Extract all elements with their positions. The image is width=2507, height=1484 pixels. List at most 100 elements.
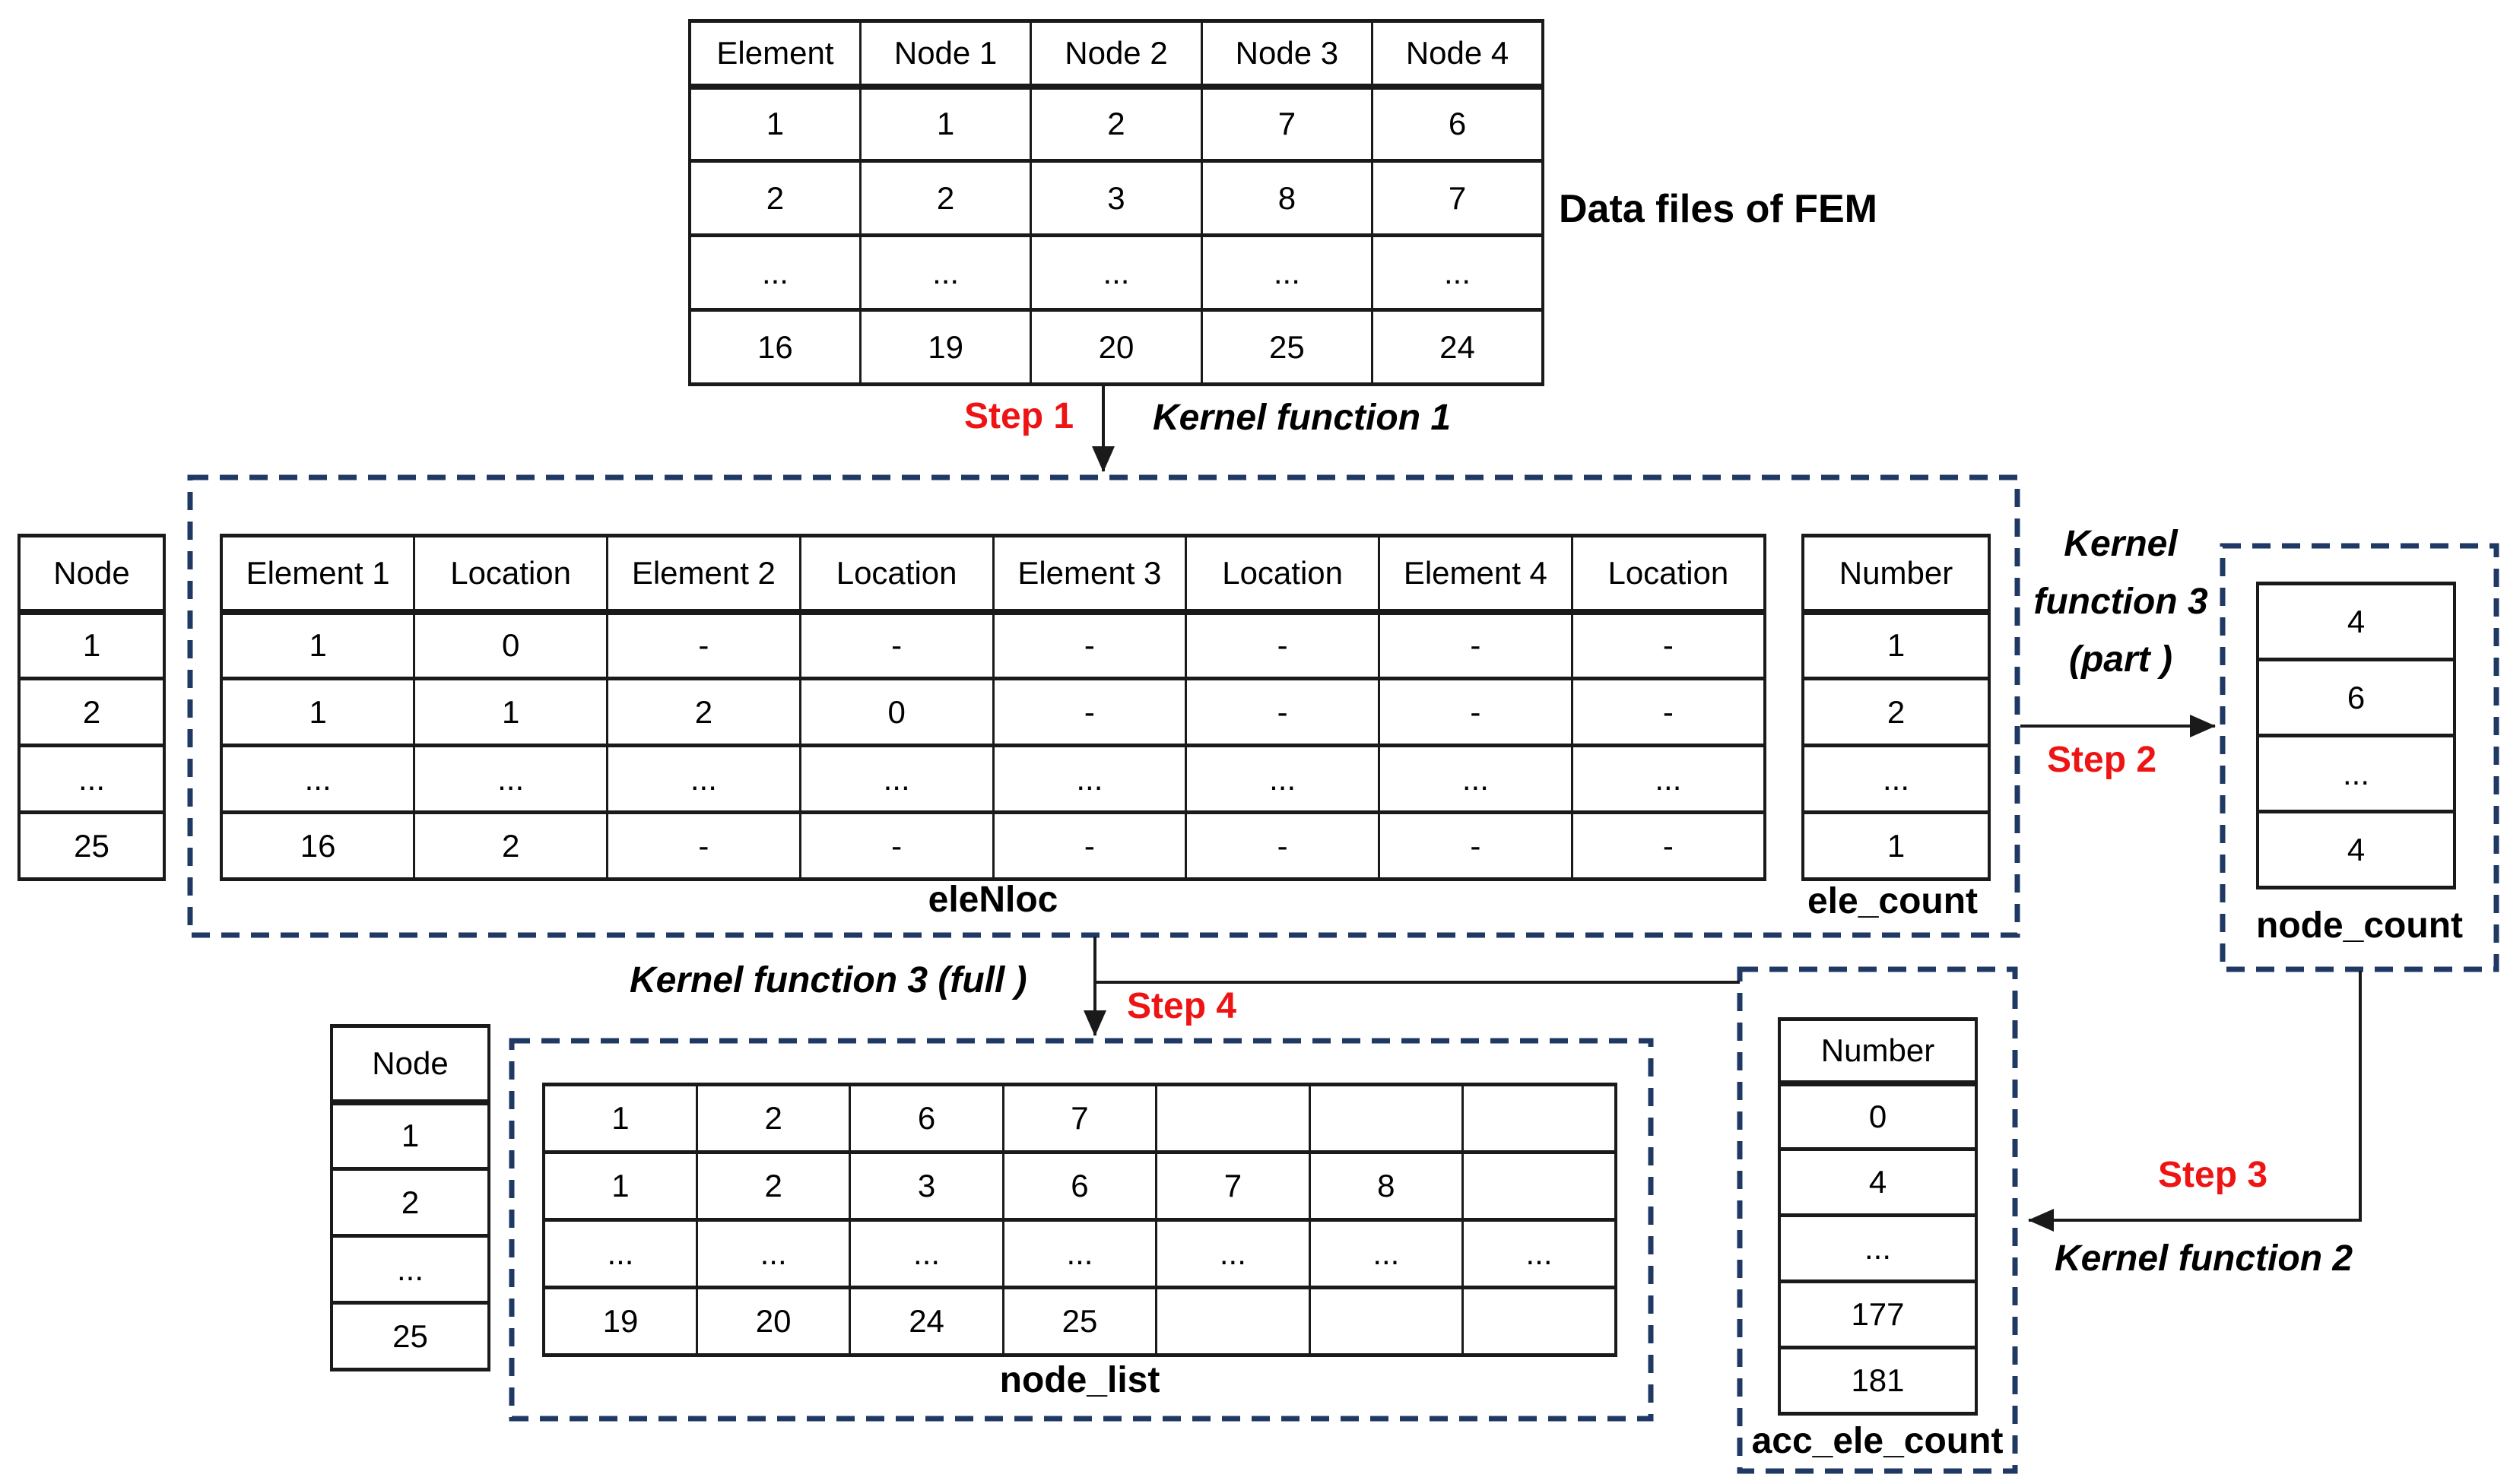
fem-table-caption: Data files of FEM <box>1559 187 1877 231</box>
column-header: Element 1 <box>220 534 416 615</box>
table-cell: ... <box>1155 1218 1311 1289</box>
table-cell: 19 <box>542 1286 698 1357</box>
kernel-function-2-label: Kernel function 2 <box>2055 1238 2353 1279</box>
step4-label: Step 4 <box>1127 986 1237 1026</box>
table-cell <box>1155 1286 1311 1357</box>
table-cell: 25 <box>1200 308 1374 386</box>
table-cell: 2 <box>695 1150 852 1222</box>
table-row: ... <box>17 744 166 814</box>
table-cell: 2 <box>17 677 166 747</box>
table-cell: 1 <box>17 610 166 680</box>
header-row: Node <box>330 1024 490 1105</box>
kernel-function-1-label: Kernel function 1 <box>1153 398 1452 438</box>
table-cell <box>1155 1083 1311 1154</box>
table-cell: ... <box>606 744 801 814</box>
table-cell: 1 <box>858 84 1033 163</box>
table-row: 0 <box>1778 1081 1978 1151</box>
table-row: ... <box>1801 744 1991 814</box>
column-header: Node <box>330 1024 490 1105</box>
table-row: 25 <box>17 810 166 881</box>
column-header: Element 2 <box>606 534 801 615</box>
table-cell <box>1308 1083 1465 1154</box>
header-row: Node <box>17 534 166 615</box>
table-row: 1 <box>17 610 166 680</box>
table-cell: 3 <box>1030 159 1203 237</box>
table-cell: ... <box>992 744 1188 814</box>
table-cell: 0 <box>798 677 995 747</box>
table-cell: ... <box>1378 744 1573 814</box>
column-header: Element 3 <box>992 534 1188 615</box>
table-cell: - <box>1378 610 1573 680</box>
column-header: Location <box>1570 534 1766 615</box>
step2-label: Step 2 <box>2047 740 2157 780</box>
table-cell <box>1461 1083 1617 1154</box>
table-cell: 7 <box>1001 1083 1158 1154</box>
kernel-function-3-part-line3: (part ) <box>2069 639 2172 680</box>
table-cell: 25 <box>330 1301 490 1371</box>
table-row: 1 <box>1801 610 1991 680</box>
column-header: Node <box>17 534 166 615</box>
table-cell: - <box>1185 677 1380 747</box>
column-header: Node 4 <box>1371 19 1544 90</box>
kernel-function-3-full-label: Kernel function 3 (full ) <box>630 960 1027 1000</box>
table-cell: ... <box>17 744 166 814</box>
table-row: ... <box>2256 734 2456 813</box>
table-cell: 2 <box>330 1167 490 1238</box>
table-cell: 25 <box>1001 1286 1158 1357</box>
table-row: 4 <box>2256 810 2456 889</box>
table-row: 4 <box>2256 582 2456 661</box>
table-cell: 2 <box>1801 677 1991 747</box>
kernel-function-3-part-line1: Kernel <box>2064 524 2178 564</box>
table-cell: 20 <box>695 1286 852 1357</box>
table-row: 181 <box>1778 1346 1978 1416</box>
table-row: ........................ <box>220 744 1766 814</box>
table-cell: 7 <box>1155 1150 1311 1222</box>
table-cell <box>1308 1286 1465 1357</box>
table-cell: - <box>1185 610 1380 680</box>
table-cell: - <box>1185 810 1380 881</box>
step3-label: Step 3 <box>2158 1155 2268 1195</box>
table-cell: - <box>606 610 801 680</box>
table-row: 177 <box>1778 1279 1978 1349</box>
table-cell: - <box>1378 810 1573 881</box>
table-cell: - <box>1570 610 1766 680</box>
table-cell: ... <box>858 233 1033 312</box>
table-cell: 1 <box>1801 610 1991 680</box>
table-row: ..................... <box>542 1218 1617 1289</box>
table-row: 25 <box>330 1301 490 1371</box>
table-cell: 0 <box>413 610 608 680</box>
table-cell: 20 <box>1030 308 1203 386</box>
table-cell: 24 <box>1371 308 1544 386</box>
table-cell: 7 <box>1371 159 1544 237</box>
table-cell: 6 <box>1001 1150 1158 1222</box>
table-row: 2 <box>17 677 166 747</box>
table-cell: ... <box>1778 1213 1978 1283</box>
table-cell: 2 <box>688 159 862 237</box>
node-count-caption: node_count <box>2256 905 2463 946</box>
table-row: ... <box>1778 1213 1978 1283</box>
table-row: ............... <box>688 233 1544 312</box>
table-cell: 2 <box>858 159 1033 237</box>
column-header: Number <box>1801 534 1991 615</box>
table-cell: 6 <box>1371 84 1544 163</box>
table-row: 2 <box>1801 677 1991 747</box>
table-cell: 1 <box>542 1150 698 1222</box>
table-cell: 0 <box>1778 1081 1978 1151</box>
table-cell: 3 <box>849 1150 1004 1222</box>
column-header: Number <box>1778 1017 1978 1086</box>
table-cell: 1 <box>220 677 416 747</box>
table-cell: 4 <box>2256 810 2456 889</box>
elenloc-caption: eleNloc <box>928 880 1058 920</box>
table-cell: ... <box>1461 1218 1617 1289</box>
